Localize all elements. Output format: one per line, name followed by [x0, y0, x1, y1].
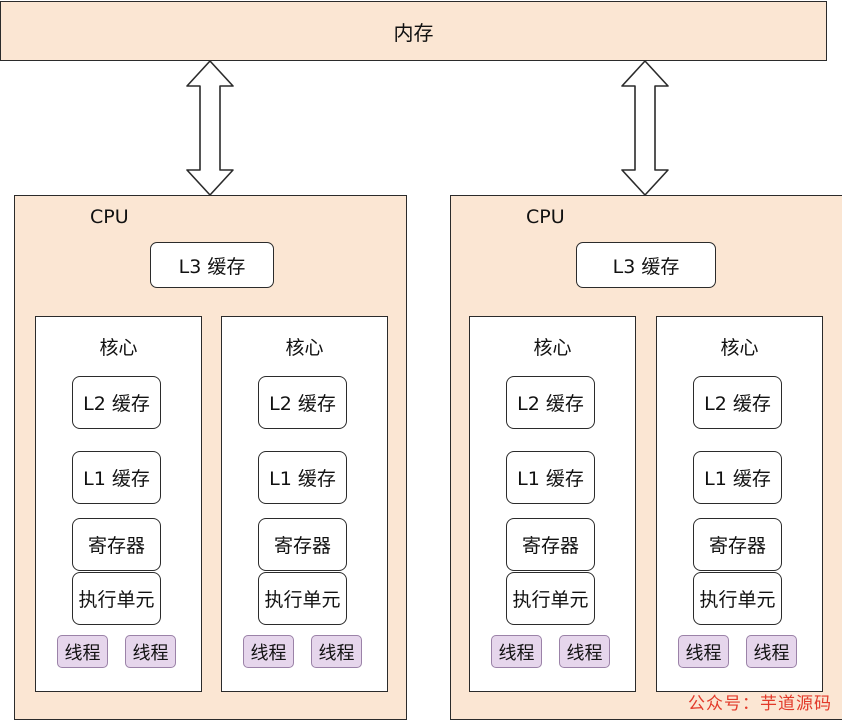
- thread-label: 线程: [566, 642, 603, 664]
- l1-cache: L1 缓存: [72, 451, 161, 504]
- execution-unit: 执行单元: [506, 572, 595, 625]
- l2-cache: L2 缓存: [506, 376, 595, 429]
- execution-unit: 执行单元: [258, 572, 347, 625]
- thread-label: 线程: [250, 642, 287, 664]
- l2-cache-label: L2 缓存: [704, 393, 771, 415]
- cpu-box-1: CPU L3 缓存 核心 L2 缓存 L1 缓存 寄存器 执行单元 线程 线程 …: [14, 195, 407, 720]
- thread-label: 线程: [132, 642, 169, 664]
- registers: 寄存器: [72, 518, 161, 571]
- l3-cache-label: L3 缓存: [612, 255, 680, 278]
- l2-cache: L2 缓存: [693, 376, 782, 429]
- execution-unit: 执行单元: [693, 572, 782, 625]
- l2-cache: L2 缓存: [258, 376, 347, 429]
- l3-cache: L3 缓存: [576, 242, 716, 288]
- right-double-arrow-icon: [621, 60, 669, 196]
- thread-1: 线程: [57, 635, 108, 668]
- registers: 寄存器: [506, 518, 595, 571]
- l2-cache-label: L2 缓存: [83, 393, 150, 415]
- execution-unit: 执行单元: [72, 572, 161, 625]
- core-label: 核心: [720, 337, 759, 359]
- thread-label: 线程: [64, 642, 101, 664]
- l3-cache: L3 缓存: [150, 242, 274, 288]
- execution-unit-label: 执行单元: [512, 589, 589, 611]
- thread-2: 线程: [746, 635, 797, 668]
- memory-label: 内存: [393, 20, 434, 45]
- execution-unit-label: 执行单元: [264, 589, 341, 611]
- cpu-label: CPU: [526, 206, 565, 228]
- thread-label: 线程: [753, 642, 790, 664]
- cpu-label: CPU: [90, 206, 129, 228]
- core-label: 核心: [99, 337, 138, 359]
- memory-box: 内存: [0, 1, 827, 61]
- thread-1: 线程: [491, 635, 542, 668]
- thread-label: 线程: [685, 642, 722, 664]
- l2-cache: L2 缓存: [72, 376, 161, 429]
- l1-cache: L1 缓存: [693, 451, 782, 504]
- registers-label: 寄存器: [273, 535, 331, 557]
- l2-cache-label: L2 缓存: [269, 393, 336, 415]
- registers-label: 寄存器: [708, 535, 766, 557]
- registers: 寄存器: [258, 518, 347, 571]
- execution-unit-label: 执行单元: [699, 589, 776, 611]
- l1-cache-label: L1 缓存: [269, 468, 336, 490]
- execution-unit-label: 执行单元: [78, 589, 155, 611]
- core-1: 核心 L2 缓存 L1 缓存 寄存器 执行单元 线程 线程: [469, 316, 636, 692]
- l2-cache-label: L2 缓存: [517, 393, 584, 415]
- thread-1: 线程: [243, 635, 294, 668]
- registers: 寄存器: [693, 518, 782, 571]
- thread-2: 线程: [559, 635, 610, 668]
- l1-cache: L1 缓存: [506, 451, 595, 504]
- thread-label: 线程: [318, 642, 355, 664]
- registers-label: 寄存器: [521, 535, 579, 557]
- core-label: 核心: [533, 337, 572, 359]
- l1-cache-label: L1 缓存: [704, 468, 771, 490]
- left-double-arrow-icon: [186, 60, 234, 196]
- core-1: 核心 L2 缓存 L1 缓存 寄存器 执行单元 线程 线程: [35, 316, 202, 692]
- core-2: 核心 L2 缓存 L1 缓存 寄存器 执行单元 线程 线程: [221, 316, 388, 692]
- registers-label: 寄存器: [87, 535, 145, 557]
- cpu-box-2: CPU L3 缓存 核心 L2 缓存 L1 缓存 寄存器 执行单元 线程 线程 …: [450, 195, 842, 720]
- l1-cache: L1 缓存: [258, 451, 347, 504]
- thread-2: 线程: [125, 635, 176, 668]
- core-2: 核心 L2 缓存 L1 缓存 寄存器 执行单元 线程 线程: [656, 316, 823, 692]
- thread-label: 线程: [498, 642, 535, 664]
- thread-2: 线程: [311, 635, 362, 668]
- watermark: 公众号：芋道源码: [688, 694, 832, 714]
- core-label: 核心: [285, 337, 324, 359]
- l1-cache-label: L1 缓存: [83, 468, 150, 490]
- l3-cache-label: L3 缓存: [178, 255, 246, 278]
- l1-cache-label: L1 缓存: [517, 468, 584, 490]
- thread-1: 线程: [678, 635, 729, 668]
